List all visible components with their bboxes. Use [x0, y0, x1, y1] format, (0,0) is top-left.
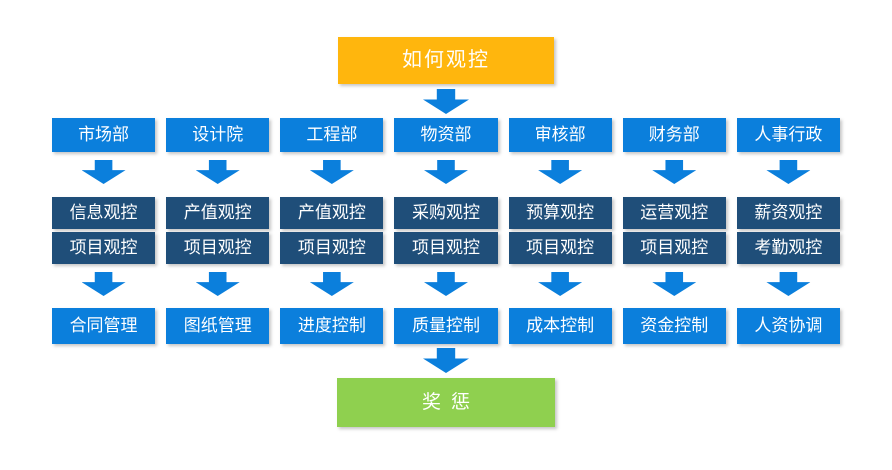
outcome-box: 人资协调	[736, 308, 840, 344]
down-arrow-icon	[766, 160, 811, 184]
down-arrow-icon	[423, 272, 468, 296]
down-arrow-icon	[652, 160, 697, 184]
outcome-box: 成本控制	[508, 308, 612, 344]
control-row-1: 信息观控 产值观控 产值观控 采购观控 预算观控 运营观控 薪资观控	[52, 197, 840, 229]
control-box: 产值观控	[280, 197, 384, 229]
department-box: 工程部	[280, 118, 384, 152]
down-arrow-icon	[195, 272, 240, 296]
control-box: 项目观控	[52, 232, 156, 264]
outcome-box: 进度控制	[280, 308, 384, 344]
outcome-box: 图纸管理	[166, 308, 270, 344]
control-box: 项目观控	[166, 232, 270, 264]
outcome-box: 质量控制	[394, 308, 498, 344]
department-box: 市场部	[52, 118, 156, 152]
department-box: 财务部	[622, 118, 726, 152]
down-arrow-icon	[423, 160, 468, 184]
department-row: 市场部 设计院 工程部 物资部 审核部 财务部 人事行政	[52, 118, 840, 152]
control-box: 项目观控	[622, 232, 726, 264]
down-arrow-icon	[195, 160, 240, 184]
outcome-box: 资金控制	[622, 308, 726, 344]
down-arrow-icon	[538, 160, 583, 184]
control-box: 产值观控	[166, 197, 270, 229]
department-box: 设计院	[166, 118, 270, 152]
down-arrow-icon	[538, 272, 583, 296]
outcome-box: 合同管理	[52, 308, 156, 344]
control-box: 运营观控	[622, 197, 726, 229]
department-box: 审核部	[508, 118, 612, 152]
department-box: 人事行政	[736, 118, 840, 152]
monitoring-flowchart: 如何观控 市场部 设计院 工程部 物资部 审核部 财务部 人事行政 信息观控 产…	[52, 0, 840, 427]
control-row-2: 项目观控 项目观控 项目观控 项目观控 项目观控 项目观控 考勤观控	[52, 232, 840, 264]
control-box: 项目观控	[394, 232, 498, 264]
control-box: 薪资观控	[736, 197, 840, 229]
down-arrow-icon	[766, 272, 811, 296]
department-box: 物资部	[394, 118, 498, 152]
outcome-row: 合同管理 图纸管理 进度控制 质量控制 成本控制 资金控制 人资协调	[52, 308, 840, 344]
down-arrow-icon	[81, 272, 126, 296]
down-arrow-icon	[423, 348, 469, 373]
arrow-row	[52, 272, 840, 296]
arrow-row	[52, 160, 840, 184]
down-arrow-icon	[309, 160, 354, 184]
result-box: 奖惩	[337, 378, 555, 427]
down-arrow-icon	[309, 272, 354, 296]
control-box: 项目观控	[508, 232, 612, 264]
down-arrow-icon	[423, 89, 469, 114]
control-box: 项目观控	[280, 232, 384, 264]
title-box: 如何观控	[338, 37, 554, 84]
control-box: 信息观控	[52, 197, 156, 229]
control-box: 考勤观控	[736, 232, 840, 264]
control-box: 采购观控	[394, 197, 498, 229]
down-arrow-icon	[81, 160, 126, 184]
control-box: 预算观控	[508, 197, 612, 229]
down-arrow-icon	[652, 272, 697, 296]
